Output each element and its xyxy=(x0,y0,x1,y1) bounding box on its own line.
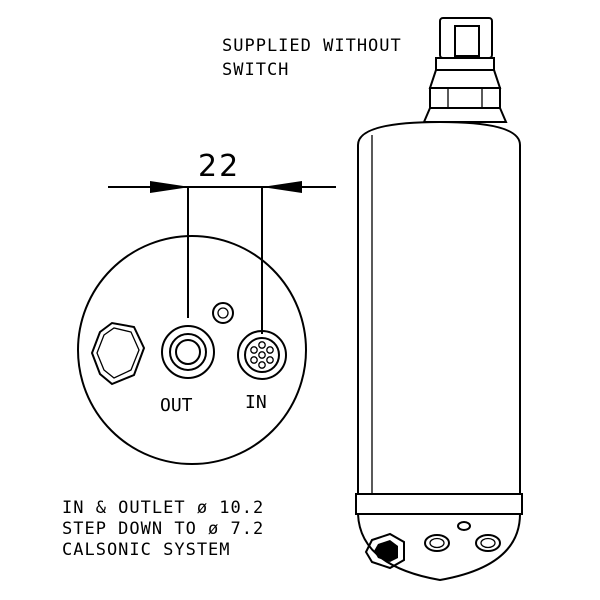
bottom-out-port xyxy=(424,534,450,552)
in-port-outer xyxy=(237,330,287,380)
cylinder-side-view xyxy=(355,17,523,582)
switch-connector xyxy=(422,17,508,123)
out-port-inner xyxy=(175,339,201,365)
bottom-small-pin xyxy=(457,521,471,531)
bottom-hex-plug xyxy=(364,532,405,570)
dimension-value: 22 xyxy=(198,149,240,184)
small-pin-outer xyxy=(212,302,234,324)
note-bottom-line3: CALSONIC SYSTEM xyxy=(62,540,231,560)
out-port-outer xyxy=(161,325,215,379)
connector-hex xyxy=(429,87,501,109)
note-top-line1: SUPPLIED WITHOUT xyxy=(222,36,402,56)
dimension-arrow-left xyxy=(150,181,190,193)
cylinder-bottom-head xyxy=(357,513,521,582)
head-outline xyxy=(77,235,307,465)
connector-base xyxy=(422,107,508,123)
connector-cap xyxy=(439,17,493,59)
head-end-view: OUT IN xyxy=(77,235,307,465)
connector-slot xyxy=(454,25,480,57)
cylinder-band xyxy=(355,493,523,515)
hex-plug xyxy=(90,321,146,386)
in-port-holes xyxy=(250,341,274,369)
connector-taper xyxy=(428,69,502,89)
dimension-arrow-right xyxy=(262,181,302,193)
bottom-in-port xyxy=(475,534,501,552)
note-top-line2: SWITCH xyxy=(222,60,289,80)
dimension-22: 22 xyxy=(108,149,336,334)
hex-plug-inner xyxy=(96,327,140,379)
small-pin-inner xyxy=(217,307,229,319)
in-port-inner xyxy=(244,337,280,373)
in-label: IN xyxy=(245,392,267,413)
out-port-middle xyxy=(169,333,207,371)
out-label: OUT xyxy=(160,395,193,416)
cylinder-body xyxy=(357,120,521,495)
note-bottom-line1: IN & OUTLET ø 10.2 xyxy=(62,498,264,518)
note-bottom-line2: STEP DOWN TO ø 7.2 xyxy=(62,519,264,539)
connector-collar xyxy=(435,57,495,71)
